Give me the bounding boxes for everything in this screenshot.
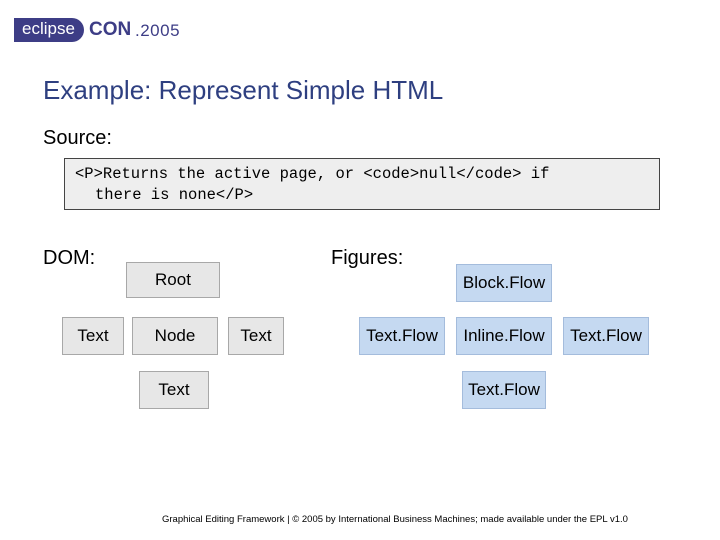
logo-year-text: .2005 [135,21,181,40]
slide-footer: Graphical Editing Framework | © 2005 by … [162,514,628,525]
code-line-1: <P>Returns the active page, or <code>nul… [75,165,550,183]
figures-label: Figures: [331,247,404,269]
source-code-box: <P>Returns the active page, or <code>nul… [64,158,660,210]
source-label: Source: [43,127,112,149]
dom-label: DOM: [43,247,96,269]
code-line-2: there is none</P> [95,186,254,204]
logo-con-text: CON [89,19,132,40]
logo-eclipse-text: eclipse [22,19,75,38]
dom-element-node: Node [132,317,218,355]
slide-title: Example: Represent Simple HTML [43,75,444,105]
dom-node-child-text: Text [139,371,209,409]
dom-text-node-left: Text [62,317,124,355]
figure-block-flow: Block.Flow [456,264,552,302]
eclipse-logo-badge [14,18,84,42]
figure-text-flow-left: Text.Flow [359,317,445,355]
figure-inline-child-text-flow: Text.Flow [462,371,546,409]
figure-text-flow-right: Text.Flow [563,317,649,355]
figure-inline-flow: Inline.Flow [456,317,552,355]
dom-text-node-right: Text [228,317,284,355]
dom-root-node: Root [126,262,220,298]
